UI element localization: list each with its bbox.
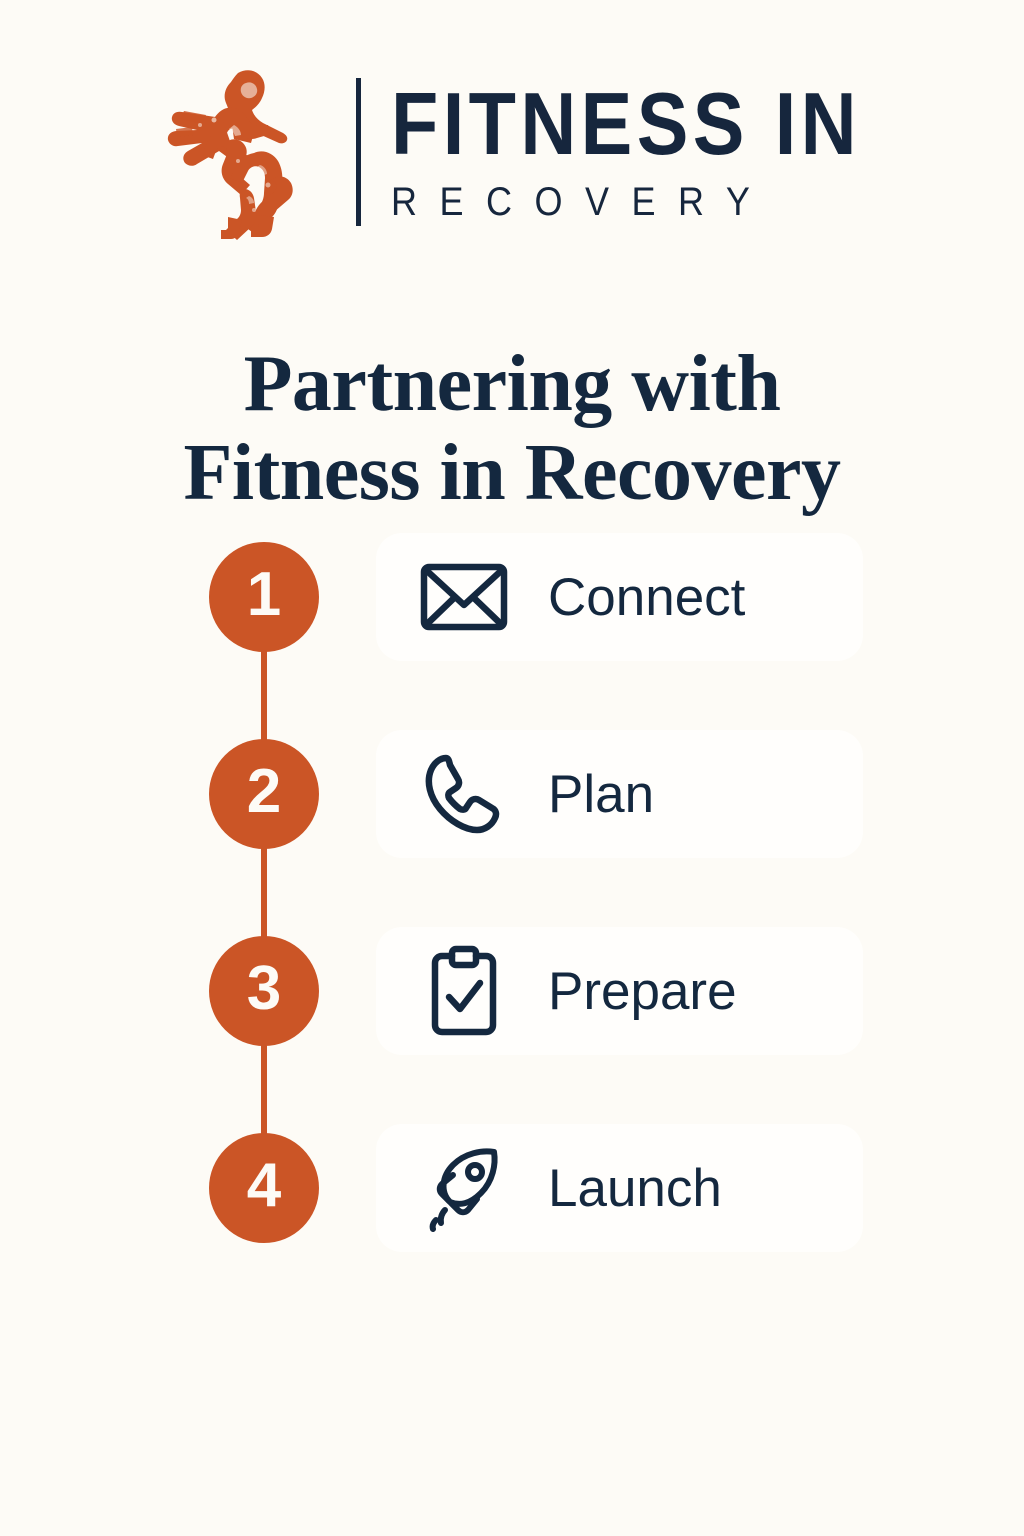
step-card-plan[interactable]: Plan	[376, 730, 863, 858]
page-title-line2: Fitness in Recovery	[183, 429, 841, 518]
timeline-step: 3 Prepare	[0, 927, 1024, 1055]
logo-wordmark: FITNESS IN RECOVERY	[391, 72, 925, 232]
step-label: Connect	[548, 567, 746, 627]
step-label: Launch	[548, 1158, 722, 1218]
timeline-step: 4 Launch	[0, 1124, 1024, 1252]
step-number-badge[interactable]: 4	[209, 1133, 319, 1243]
brand-logo: FITNESS IN RECOVERY	[150, 62, 870, 242]
page-title-line1: Partnering with	[243, 339, 781, 428]
phone-icon	[418, 748, 510, 840]
boxer-figure-icon	[167, 69, 293, 240]
timeline-step: 1 Connect	[0, 533, 1024, 661]
step-card-prepare[interactable]: Prepare	[376, 927, 863, 1055]
step-label: Prepare	[548, 961, 737, 1021]
logo-divider	[356, 78, 361, 226]
rocket-icon	[418, 1142, 510, 1234]
clipboard-check-icon	[418, 945, 510, 1037]
step-card-connect[interactable]: Connect	[376, 533, 863, 661]
step-number-badge[interactable]: 3	[209, 936, 319, 1046]
step-label: Plan	[548, 764, 655, 824]
page-title: Partnering with Fitness in Recovery	[0, 340, 1024, 519]
logo-name-line1: FITNESS IN	[391, 74, 861, 174]
step-number-badge[interactable]: 2	[209, 739, 319, 849]
step-number-badge[interactable]: 1	[209, 542, 319, 652]
envelope-icon	[418, 551, 510, 643]
timeline-connector-line	[261, 589, 267, 1189]
steps-timeline: 1 Connect 2	[0, 533, 1024, 1252]
timeline-step: 2 Plan	[0, 730, 1024, 858]
logo-name-line2: RECOVERY	[391, 179, 773, 224]
step-card-launch[interactable]: Launch	[376, 1124, 863, 1252]
